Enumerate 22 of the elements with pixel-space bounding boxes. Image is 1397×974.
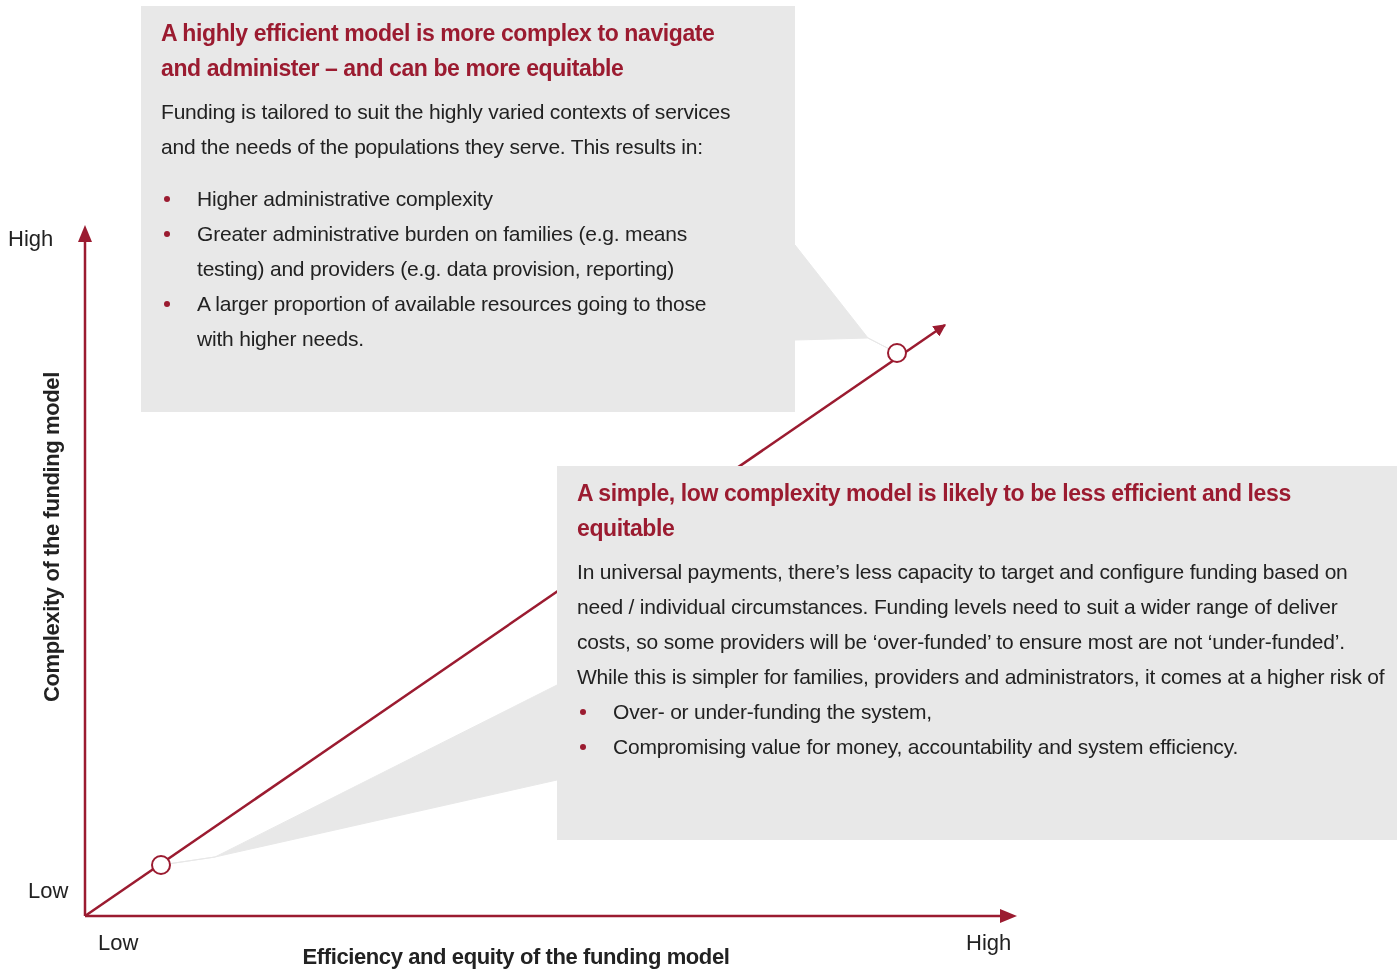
paragraph: In universal payments, there’s less capacity to target and configure funding based on need / individual circumstances. Funding levels need to suit a wider range of deliver costs, so some providers will be ‘over-funded’ to ensure most are not ‘under-funded’. <box>577 559 1349 655</box>
axis-tick-label: Low <box>98 930 139 956</box>
bullet-text: Compromising value for money, accountability and system efficiency. <box>613 735 1239 758</box>
callout-pointer <box>794 244 890 350</box>
callout-heading: A highly efficient model is more complex to navigate and administer – and can be more equitable <box>161 19 716 83</box>
bullet-text: Greater administrative burden on families (e.g. means testing) and providers (e.g. data provision, reporting) <box>197 222 688 280</box>
bullet-text: Over- or under-funding the system, <box>613 700 932 723</box>
paragraph: Funding is tailored to suit the highly varied contexts of services and the needs of the populations they serve. This results in: <box>161 99 732 160</box>
bullet-text: Higher administrative complexity <box>197 187 493 210</box>
callout-heading: A simple, low complexity model is likely to be less efficient and less equitable <box>577 479 1292 543</box>
axis-tick-label: Low <box>28 878 69 904</box>
axis-tick-label: High <box>8 226 54 252</box>
axis-title: Complexity of the funding model <box>39 372 65 702</box>
paragraph: While this is simpler for families, providers and administrators, it comes at a higher risk of <box>577 664 1386 690</box>
point-marker <box>886 342 908 364</box>
point-marker <box>150 854 172 876</box>
axis-tick-label: High <box>966 930 1012 956</box>
axis-title: Efficiency and equity of the funding model <box>302 944 730 970</box>
callout-box <box>557 466 1397 840</box>
bullet-text: A larger proportion of available resources going to those with higher needs. <box>197 292 707 350</box>
callout-pointer <box>169 684 558 865</box>
callout-box <box>141 6 795 412</box>
